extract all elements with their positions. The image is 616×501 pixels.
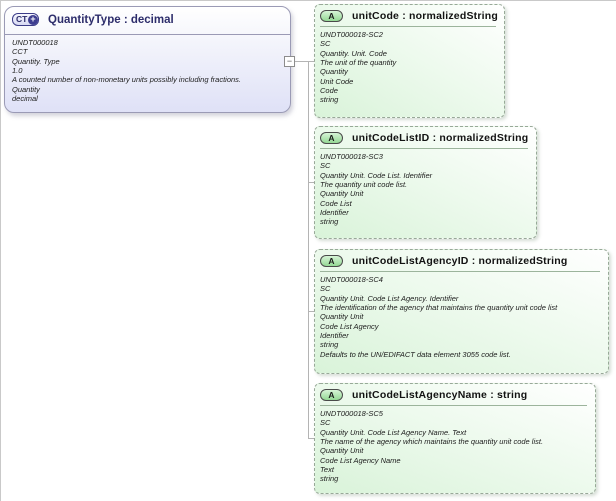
annotation-line: Code List: [320, 198, 352, 208]
attribute-annotations: UNDT000018-SC3 SC Quantity Unit. Code Li…: [315, 149, 536, 227]
attribute-box-unitcodelistagencyid[interactable]: A unitCodeListAgencyID : normalizedStrin…: [314, 249, 609, 374]
attribute-icon: A: [320, 389, 343, 401]
annotation-line: Quantity. Type: [12, 56, 60, 66]
connector-line: [308, 182, 314, 183]
annotation-line: string: [320, 474, 339, 484]
annotation-line: SC: [320, 418, 331, 428]
annotation-line: A counted number of non-monetary units p…: [12, 75, 242, 85]
complex-type-icon-label: CT: [16, 14, 28, 25]
attribute-header: A unitCodeListID : normalizedString: [315, 127, 536, 144]
annotation-line: Code List Agency: [320, 321, 379, 331]
annotation-line: UNDT000018: [12, 38, 58, 47]
annotation-line: Quantity Unit. Code List Agency Name. Te…: [320, 427, 467, 437]
connector-line: [308, 438, 314, 439]
annotation-line: Unit Code: [320, 76, 354, 86]
complex-type-annotations: UNDT000018 CCT Quantity. Type 1.0 A coun…: [12, 38, 286, 103]
annotation-line: CCT: [12, 47, 28, 57]
attribute-annotations: UNDT000018-SC2 SC Quantity. Unit. Code T…: [315, 27, 504, 105]
annotation-line: Quantity Unit: [320, 312, 364, 322]
attribute-icon-label: A: [328, 255, 335, 266]
annotation-line: decimal: [12, 94, 38, 104]
annotation-line: Quantity Unit: [320, 189, 364, 199]
annotation-line: Quantity Unit. Code List. Identifier: [320, 170, 433, 180]
annotation-line: string: [320, 95, 339, 105]
attribute-header: A unitCodeListAgencyID : normalizedStrin…: [315, 250, 608, 267]
attribute-annotations: UNDT000018-SC5 SC Quantity Unit. Code Li…: [315, 406, 595, 484]
attribute-box-unitcode[interactable]: A unitCode : normalizedString UNDT000018…: [314, 4, 505, 118]
attribute-icon: A: [320, 10, 343, 22]
attribute-icon-label: A: [328, 389, 335, 400]
connector-line: [295, 61, 314, 62]
attribute-title: unitCodeListID : normalizedString: [352, 132, 529, 144]
complex-type-box-quantitytype[interactable]: CT + QuantityType : decimal UNDT000018 C…: [4, 6, 291, 113]
attribute-header: A unitCodeListAgencyName : string: [315, 384, 595, 401]
annotation-line: SC: [320, 39, 331, 49]
annotation-line: Quantity Unit. Code List Agency. Identif…: [320, 293, 459, 303]
annotation-line: UNDT000018-SC3: [320, 152, 383, 161]
complex-type-icon: CT +: [12, 13, 39, 26]
annotation-line: The quantity unit code list.: [320, 180, 408, 190]
header-separator: [320, 148, 528, 149]
annotation-line: The name of the agency which maintains t…: [320, 437, 544, 447]
annotation-line: Code List Agency Name: [320, 455, 401, 465]
header-separator: [320, 26, 496, 27]
attribute-icon-label: A: [328, 10, 335, 21]
annotation-line: Quantity Unit: [320, 446, 364, 456]
annotation-line: 1.0: [12, 66, 23, 76]
annotation-line: Identifier: [320, 331, 349, 341]
annotation-line: UNDT000018-SC5: [320, 409, 383, 418]
header-separator: [5, 34, 290, 35]
complex-type-header: CT + QuantityType : decimal: [5, 7, 290, 26]
attribute-title: unitCode : normalizedString: [352, 10, 498, 22]
annotation-line: Quantity. Unit. Code: [320, 48, 387, 58]
header-separator: [320, 405, 587, 406]
annotation-line: Text: [320, 465, 334, 475]
annotation-line: Quantity: [12, 84, 40, 94]
attribute-title: unitCodeListAgencyName : string: [352, 389, 528, 401]
annotation-line: UNDT000018-SC4: [320, 275, 383, 284]
collapse-toggle[interactable]: −: [284, 56, 295, 67]
attribute-icon: A: [320, 255, 343, 267]
attribute-annotations: UNDT000018-SC4 SC Quantity Unit. Code Li…: [315, 272, 608, 359]
attribute-box-unitcodelistid[interactable]: A unitCodeListID : normalizedString UNDT…: [314, 126, 537, 239]
connector-line: [308, 311, 314, 312]
attribute-header: A unitCode : normalizedString: [315, 5, 504, 22]
attribute-icon-label: A: [328, 132, 335, 143]
annotation-line: The unit of the quantity: [320, 58, 397, 68]
annotation-line: string: [320, 217, 339, 227]
annotation-line: Quantity: [320, 67, 348, 77]
connector-line: [308, 61, 309, 439]
attribute-box-unitcodelistagencyname[interactable]: A unitCodeListAgencyName : string UNDT00…: [314, 383, 596, 494]
header-separator: [320, 271, 600, 272]
plus-badge-icon: +: [28, 14, 38, 25]
annotation-line: SC: [320, 161, 331, 171]
complex-type-title: QuantityType : decimal: [48, 13, 174, 26]
attribute-icon: A: [320, 132, 343, 144]
annotation-line: Defaults to the UN/EDIFACT data element …: [320, 349, 511, 359]
annotation-line: Code: [320, 86, 338, 96]
annotation-line: The identification of the agency that ma…: [320, 303, 558, 313]
annotation-line: SC: [320, 284, 331, 294]
attribute-title: unitCodeListAgencyID : normalizedString: [352, 255, 568, 267]
annotation-line: Identifier: [320, 208, 349, 218]
annotation-line: string: [320, 340, 339, 350]
annotation-line: UNDT000018-SC2: [320, 30, 383, 39]
